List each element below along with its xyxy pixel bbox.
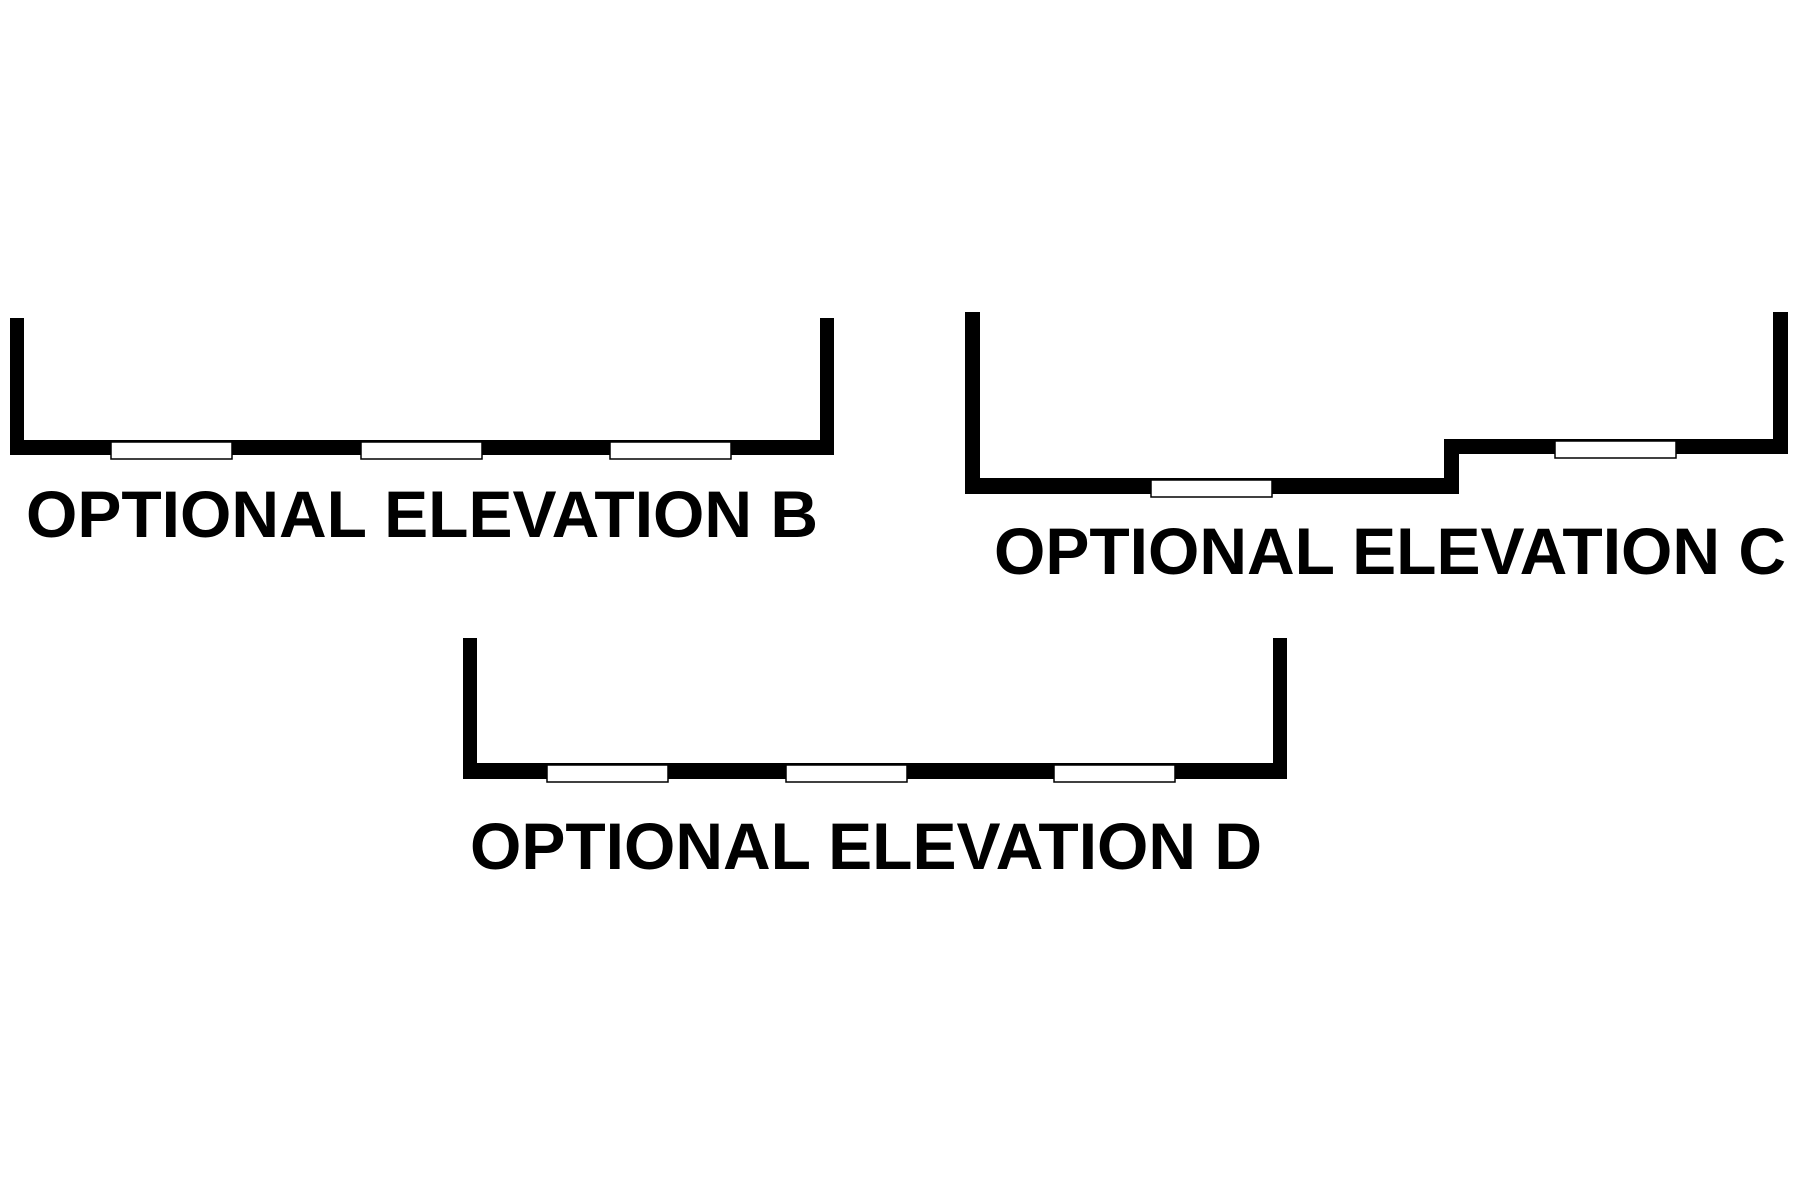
elevation-b-window-2 — [360, 441, 483, 460]
elevation-d-label: OPTIONAL ELEVATION D — [470, 809, 1262, 883]
elevation-c-label: OPTIONAL ELEVATION C — [994, 514, 1786, 588]
elevation-d: OPTIONAL ELEVATION D — [463, 638, 1287, 883]
elevation-c-window-1 — [1150, 479, 1273, 498]
elevation-c-window-2 — [1554, 440, 1677, 459]
elevation-b-wall-outline — [10, 318, 834, 455]
elevation-d-window-1 — [546, 764, 669, 783]
elevation-c: OPTIONAL ELEVATION C — [965, 312, 1788, 588]
elevation-c-wall-outline — [965, 312, 1788, 494]
elevation-b-label: OPTIONAL ELEVATION B — [26, 477, 818, 551]
elevation-d-window-2 — [785, 764, 908, 783]
elevation-b: OPTIONAL ELEVATION B — [10, 318, 834, 551]
elevation-d-window-3 — [1053, 764, 1176, 783]
elevation-b-window-3 — [609, 441, 732, 460]
elevation-b-window-1 — [110, 441, 233, 460]
elevation-d-wall-outline — [463, 638, 1287, 779]
